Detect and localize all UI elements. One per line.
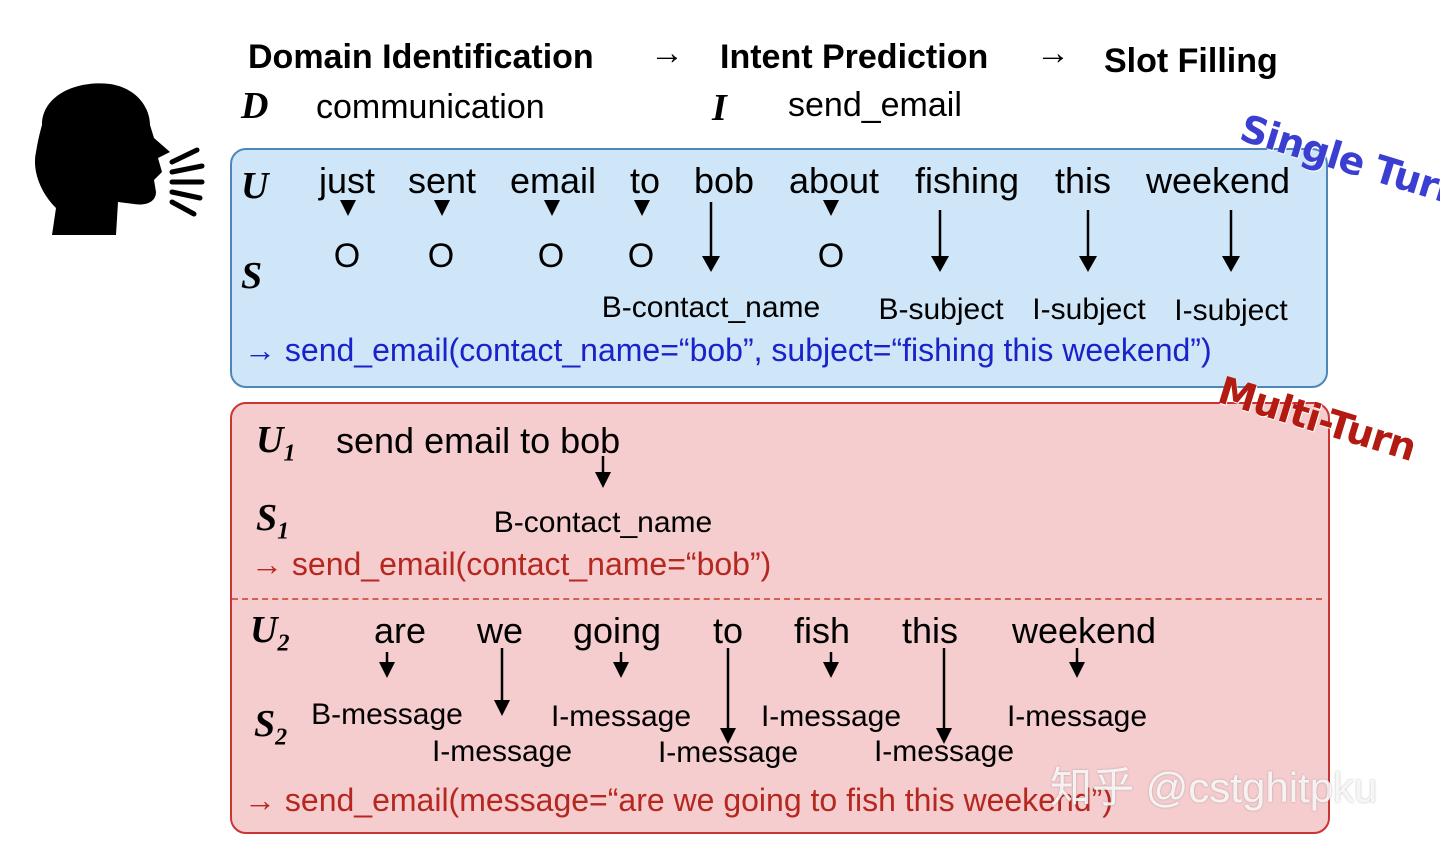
- single-word: sent: [407, 160, 477, 201]
- header-step-intent: Intent Prediction: [720, 38, 989, 76]
- watermark: 知乎 @cstghitpku: [1050, 764, 1378, 811]
- multi-word: we: [476, 610, 524, 651]
- multi-word: fish: [793, 610, 851, 651]
- intent-value: send_email: [788, 86, 962, 124]
- multi-s2-slot-label: I-message: [550, 700, 692, 733]
- multi-word: weekend: [1011, 610, 1157, 651]
- multi-u1-letter: U1: [256, 419, 296, 467]
- single-turn-panel: [230, 148, 1328, 388]
- arrow-icon: [634, 200, 650, 216]
- turn-divider: [232, 598, 1322, 600]
- single-o-tag: O: [627, 237, 655, 275]
- single-word: about: [788, 160, 880, 201]
- arrow-icon: [544, 200, 560, 216]
- header-arrow-2: →: [1036, 34, 1070, 72]
- single-o-tag: O: [817, 237, 845, 275]
- multi-s1-letter: S1: [256, 497, 290, 545]
- header-step-domain: Domain Identification: [248, 38, 594, 76]
- single-slot-label: B-contact_name: [601, 291, 821, 324]
- multi-turn1-result: → send_email(contact_name=“bob”): [251, 546, 772, 582]
- multi-u2-letter: U2: [250, 609, 290, 657]
- single-o-tag: O: [537, 237, 565, 275]
- single-word: email: [509, 160, 597, 201]
- multi-s2-slot-label: B-message: [311, 698, 463, 731]
- single-word: to: [629, 160, 661, 201]
- intent-letter: I: [712, 87, 727, 129]
- multi-u1-utterance: send email to bob: [336, 420, 621, 461]
- single-o-tag: O: [333, 237, 361, 275]
- domain-letter: D: [241, 85, 269, 127]
- single-word: just: [318, 160, 376, 201]
- multi-turn-panel: [230, 402, 1330, 834]
- single-word: weekend: [1145, 160, 1291, 201]
- single-word: fishing: [914, 160, 1020, 201]
- domain-value: communication: [316, 88, 545, 126]
- single-u-letter: U: [241, 165, 269, 207]
- multi-s2-slot-label: I-message: [760, 700, 902, 733]
- multi-s2-slot-label: I-message: [1006, 700, 1148, 733]
- header-step-slot: Slot Filling: [1104, 42, 1278, 80]
- multi-s1-slot-label: B-contact_name: [493, 506, 713, 539]
- single-word: bob: [693, 160, 755, 201]
- single-s-letter: S: [241, 255, 263, 297]
- multi-word: to: [712, 610, 744, 651]
- single-o-tag: O: [427, 237, 455, 275]
- multi-word: this: [901, 610, 959, 651]
- multi-word: going: [572, 610, 662, 651]
- single-slot-label: I-subject: [1032, 293, 1146, 326]
- multi-s2-slot-label: I-message: [431, 735, 573, 768]
- arrow-icon: [434, 200, 450, 216]
- multi-s2-letter: S2: [254, 703, 288, 751]
- arrow-icon: [823, 200, 839, 216]
- multi-word: are: [373, 610, 427, 651]
- single-word: this: [1054, 160, 1112, 201]
- single-result: → send_email(contact_name=“bob”, subject…: [244, 332, 1212, 368]
- arrow-icon: [340, 200, 356, 216]
- single-slot-label: B-subject: [878, 293, 1004, 326]
- speaking-head-icon: [34, 83, 205, 235]
- header-arrow-1: →: [650, 34, 684, 72]
- single-slot-label: I-subject: [1174, 294, 1288, 327]
- multi-turn2-result: → send_email(message=“are we going to fi…: [244, 782, 1113, 818]
